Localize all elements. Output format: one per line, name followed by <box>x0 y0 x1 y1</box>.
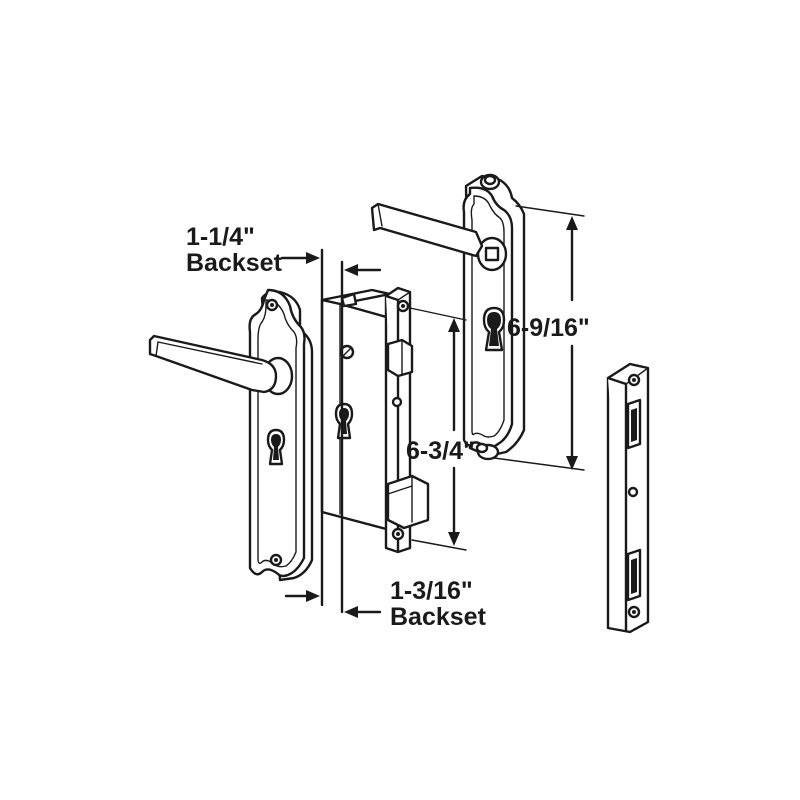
dimension-plate-height <box>493 205 585 471</box>
backset-inner-label: 1-3/16" Backset <box>390 578 486 630</box>
backset-outer-label: 1-1/4" Backset <box>186 224 282 276</box>
left-escutcheon-plate <box>248 288 314 582</box>
plate-height-label: 6-9/16" <box>507 314 590 342</box>
backset-inner-caption: Backset <box>390 603 486 631</box>
mortise-lock-body <box>320 286 430 554</box>
dimension-mortise-height <box>409 307 467 551</box>
right-lever-handle <box>370 202 484 258</box>
backset-outer-caption: Backset <box>186 249 282 277</box>
left-lever-handle <box>148 334 294 396</box>
backset-inner-value: 1-3/16" <box>390 577 473 605</box>
mortise-height-label: 6-3/4" <box>406 437 475 465</box>
strike-plate <box>606 362 650 634</box>
backset-outer-value: 1-1/4" <box>186 223 255 251</box>
dimension-backset-outer <box>280 248 324 607</box>
dimension-backset-inner <box>340 260 382 618</box>
